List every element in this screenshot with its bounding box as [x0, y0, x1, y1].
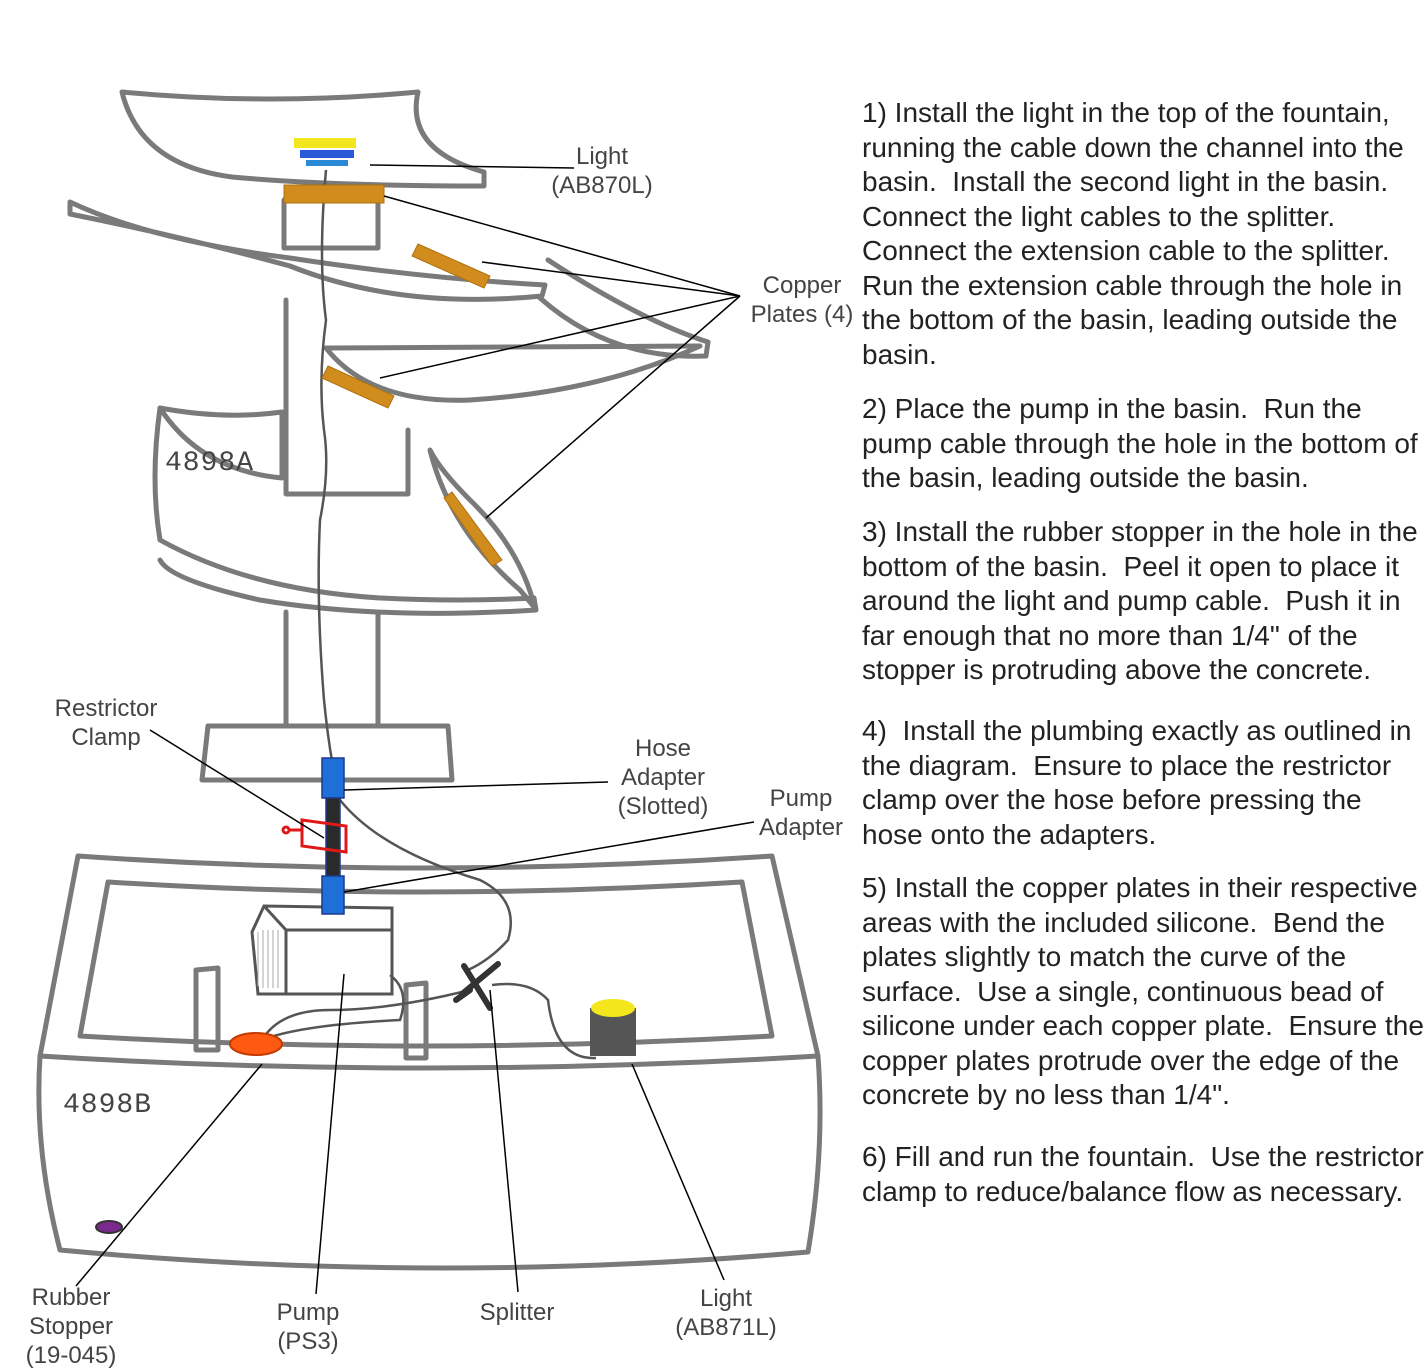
part-code-lower: 4898B — [63, 1090, 153, 1121]
third-tier-bowl — [323, 343, 703, 403]
leader-light-bottom — [631, 1063, 725, 1281]
leader-light-top — [369, 164, 575, 169]
label-rubber-stopper: Rubber Stopper (19-045) — [25, 1284, 117, 1369]
top-light-icon — [294, 138, 356, 166]
splitter-cable — [260, 988, 471, 1041]
instruction-step-3: 3) Install the rubber stopper in the hol… — [862, 516, 1418, 685]
upper-column — [281, 197, 381, 251]
instruction-step-2: 2) Place the pump in the basin. Run the … — [862, 393, 1418, 493]
leader-copper-2 — [481, 261, 741, 297]
hose-adapter-icon — [321, 757, 345, 799]
leader-pump-adapter — [343, 821, 755, 893]
drape-curve — [427, 447, 538, 611]
leader-copper-4 — [485, 295, 741, 519]
support-left — [193, 965, 221, 1053]
instruction-step-5: 5) Install the copper plates in their re… — [862, 872, 1424, 1110]
part-code-upper: 4898A — [165, 448, 255, 479]
base-plate — [199, 723, 455, 783]
basin-outer — [36, 853, 823, 1271]
copper-plate-top — [283, 184, 385, 204]
copper-plate-4 — [443, 491, 503, 567]
fourth-tier-wing — [157, 405, 285, 481]
pump-adapter-icon — [321, 875, 345, 915]
basin-hole-icon — [95, 1220, 123, 1234]
leader-pump — [315, 973, 345, 1295]
copper-plate-3 — [321, 365, 395, 409]
middle-column — [283, 297, 411, 497]
rubber-stopper-icon — [229, 1032, 283, 1056]
splitter-icon — [453, 961, 501, 1011]
second-tier-bowl — [67, 199, 548, 302]
support-right — [403, 980, 429, 1061]
label-splitter: Splitter — [479, 1299, 555, 1326]
fourth-tier-bowl — [152, 405, 539, 616]
pump-cable — [261, 974, 405, 1042]
label-copper-plates: Copper Plates (4) — [750, 272, 854, 328]
leader-copper-3 — [379, 295, 741, 379]
light-bottom-cable — [491, 982, 597, 1060]
leader-hose-adapter — [343, 781, 609, 791]
label-hose-adapter: Hose Adapter (Slotted) — [617, 735, 709, 820]
basin-rim — [37, 1053, 821, 1071]
bottom-light-icon — [590, 999, 636, 1056]
leader-splitter — [489, 989, 519, 1293]
instruction-step-1: 1) Install the light in the top of the f… — [862, 97, 1404, 370]
restrictor-clamp-icon — [281, 818, 348, 854]
light-cable — [317, 169, 513, 972]
label-light-top: Light (AB870L) — [551, 143, 653, 199]
hose-icon — [325, 797, 341, 877]
copper-plate-2 — [411, 243, 491, 289]
leader-copper-1 — [383, 195, 741, 297]
leader-rubber-stopper — [75, 1063, 263, 1287]
label-pump-adapter: Pump Adapter — [758, 785, 844, 841]
lower-column — [283, 609, 381, 729]
label-pump: Pump (PS3) — [276, 1299, 340, 1355]
top-bowl — [119, 89, 487, 189]
label-restrictor-clamp: Restrictor Clamp — [54, 695, 158, 751]
right-flap — [537, 257, 711, 359]
leader-restrictor — [149, 729, 325, 839]
instruction-step-6: 6) Fill and run the fountain. Use the re… — [862, 1141, 1424, 1207]
label-light-bottom: Light (AB871L) — [675, 1285, 777, 1341]
instruction-step-4: 4) Install the plumbing exactly as outli… — [862, 715, 1412, 850]
